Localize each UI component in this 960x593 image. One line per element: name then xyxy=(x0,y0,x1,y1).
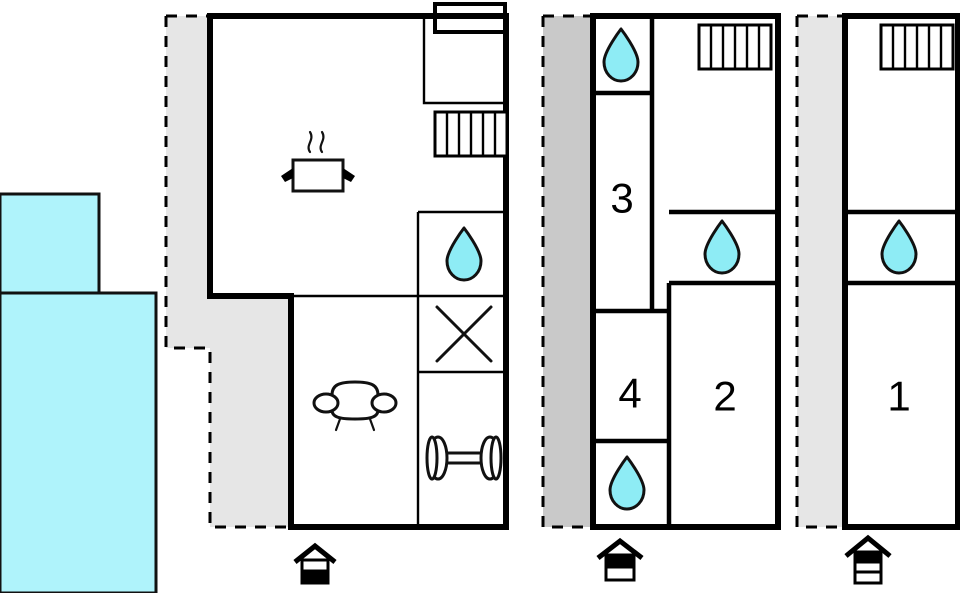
dumbbell-icon xyxy=(425,435,503,481)
main-building xyxy=(207,2,509,530)
terrace-main xyxy=(164,14,294,529)
terrace-main-fill xyxy=(166,16,294,527)
water-upper-block xyxy=(0,192,101,297)
middle-building: 3 4 2 xyxy=(590,13,781,530)
terrace-right-dashed-edge xyxy=(795,14,845,529)
room-label-4: 4 xyxy=(618,370,641,417)
terrace-middle xyxy=(541,14,593,529)
entrance-icon-main xyxy=(293,542,337,585)
right-building-outer-wall xyxy=(842,13,960,530)
main-building-outer-wall xyxy=(207,13,509,530)
cooking-pot-icon xyxy=(281,130,355,193)
sofa-icon xyxy=(312,380,398,432)
entrance-icon-middle xyxy=(596,537,644,582)
stairs-icon xyxy=(879,23,955,71)
right-building: 1 xyxy=(842,13,960,530)
terrace-main-dashed-edge xyxy=(164,14,294,529)
room-label-3: 3 xyxy=(610,175,633,222)
terrace-middle-fill xyxy=(543,16,593,527)
cross-icon xyxy=(435,305,493,363)
entrance-icon-right xyxy=(844,534,892,585)
water-body xyxy=(0,192,158,593)
stairs-icon xyxy=(433,110,509,158)
terrace-right xyxy=(795,14,845,529)
terrace-middle-dashed-edge xyxy=(541,14,593,529)
room-label-2: 2 xyxy=(713,373,736,420)
stairs-icon xyxy=(697,23,773,71)
main-building-floor xyxy=(210,16,506,527)
terrace-right-fill xyxy=(797,16,845,527)
middle-building-outer-wall xyxy=(590,13,781,530)
water-lower-block xyxy=(0,291,158,593)
room-label-1: 1 xyxy=(887,373,910,420)
annex-partition-wall xyxy=(422,16,506,105)
